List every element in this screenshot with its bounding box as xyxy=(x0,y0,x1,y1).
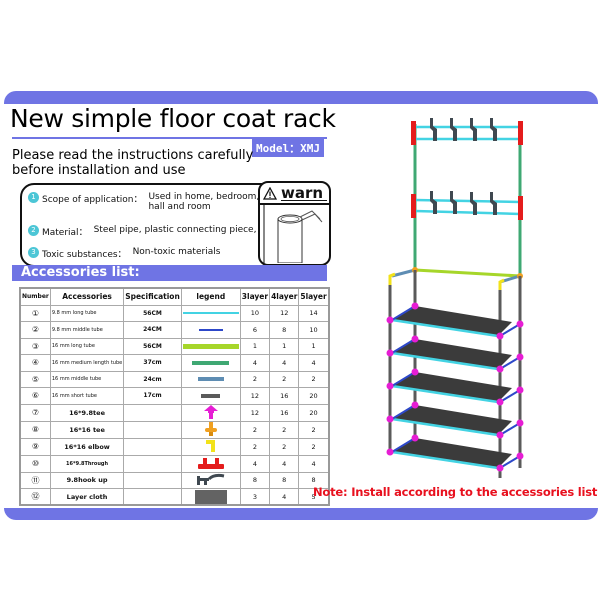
shelf-3 xyxy=(386,368,524,406)
info-label: Scope of application： xyxy=(42,195,143,205)
col-accessories: Accessories xyxy=(49,287,125,306)
accessories-list-heading: Accessories list: xyxy=(12,265,327,281)
subtitle: Please read the instructions carefully b… xyxy=(12,148,262,178)
upper-hook-bar-group xyxy=(411,118,523,145)
layer-cloth-icon xyxy=(194,489,227,504)
top-accent-band xyxy=(4,91,598,104)
table-row: ③ 16 mm long tube 56CM 1 1 1 xyxy=(19,337,330,355)
elbow-connector-icon xyxy=(205,439,215,452)
middle-tube-9-8-icon xyxy=(198,328,223,331)
pipe-cut-illustration-icon xyxy=(263,205,323,264)
medium-tube-16-icon xyxy=(192,360,230,365)
col-4layer: 4layer xyxy=(269,287,300,306)
tee-connector-orange-icon xyxy=(204,421,217,436)
col-3layer: 3layer xyxy=(239,287,271,306)
lower-hook-bar-group xyxy=(411,191,523,220)
info-toxic: 3 Toxic substances： Non-toxic materials xyxy=(28,247,220,260)
info-label: Material： xyxy=(42,228,88,238)
subtitle-line-2: before installation and use xyxy=(12,163,186,178)
warning-triangle-icon xyxy=(263,186,277,200)
table-row: ⑫ Layer cloth 3 4 5 xyxy=(19,488,330,506)
through-connector-icon xyxy=(197,457,224,469)
table-row: ① 9.8 mm long tube 56CM 10 12 14 xyxy=(19,304,330,322)
info-value: Steel pipe, plastic connecting piece, cl… xyxy=(93,225,282,235)
info-value: Non-toxic materials xyxy=(132,247,221,257)
col-specification: Specification xyxy=(123,287,182,306)
assembled-rack-illustration xyxy=(386,118,524,478)
table-row: ② 9.8 mm middle tube 24CM 6 8 10 xyxy=(19,321,330,339)
shelf-5 xyxy=(386,434,524,472)
shelf-1 xyxy=(386,302,524,340)
table-row: ⑥ 16 mm short tube 17cm 12 16 20 xyxy=(19,387,330,405)
info-label: Toxic substances： xyxy=(42,250,127,260)
warning-box: warn xyxy=(258,181,331,266)
shelf-4 xyxy=(386,401,524,439)
info-scope: 1 Scope of application： Used in home, be… xyxy=(28,192,259,212)
number-badge-icon: 1 xyxy=(28,192,39,203)
table-row: ⑨ 16*16 elbow 2 2 2 xyxy=(19,437,330,456)
bottom-accent-band xyxy=(4,508,598,520)
accessories-table: Number Accessories Specification legend … xyxy=(19,287,330,506)
table-row: ⑤ 16 mm middle tube 24cm 2 2 2 xyxy=(19,370,330,388)
info-value: Used in home, bedroom, hall and room xyxy=(148,192,260,212)
long-tube-9-8-icon xyxy=(182,312,239,315)
hook-icon xyxy=(196,474,225,486)
table-row: ⑪ 9.8hook up 8 8 8 xyxy=(19,471,330,489)
info-material: 2 Material： Steel pipe, plastic connecti… xyxy=(28,225,282,238)
short-tube-16-icon xyxy=(201,393,221,398)
middle-tube-16-icon xyxy=(197,377,224,382)
col-legend: legend xyxy=(180,287,241,306)
install-note: Note: Install according to the accessori… xyxy=(313,485,598,499)
tee-connector-magenta-icon xyxy=(203,404,218,419)
number-badge-icon: 2 xyxy=(28,225,39,236)
warn-title: warn xyxy=(281,183,324,202)
table-header-row: Number Accessories Specification legend … xyxy=(19,287,330,306)
col-number: Number xyxy=(19,287,51,306)
shelf-2 xyxy=(386,335,524,373)
table-row: ⑩ 16*9.8Through 4 4 4 xyxy=(19,454,330,473)
col-5layer: 5layer xyxy=(298,287,330,306)
model-badge: Model：XMJ xyxy=(252,139,324,157)
table-row: ⑦ 16*9.8tee 12 16 20 xyxy=(19,403,330,422)
table-row: ④ 16 mm medium length tube 37cm 4 4 4 xyxy=(19,354,330,372)
page-title: New simple floor coat rack xyxy=(10,104,336,133)
table-row: ⑧ 16*16 tee 2 2 2 xyxy=(19,420,330,439)
title-underline xyxy=(12,137,327,139)
long-tube-16-icon xyxy=(182,343,239,349)
subtitle-line-1: Please read the instructions carefully xyxy=(12,148,254,163)
number-badge-icon: 3 xyxy=(28,247,39,258)
